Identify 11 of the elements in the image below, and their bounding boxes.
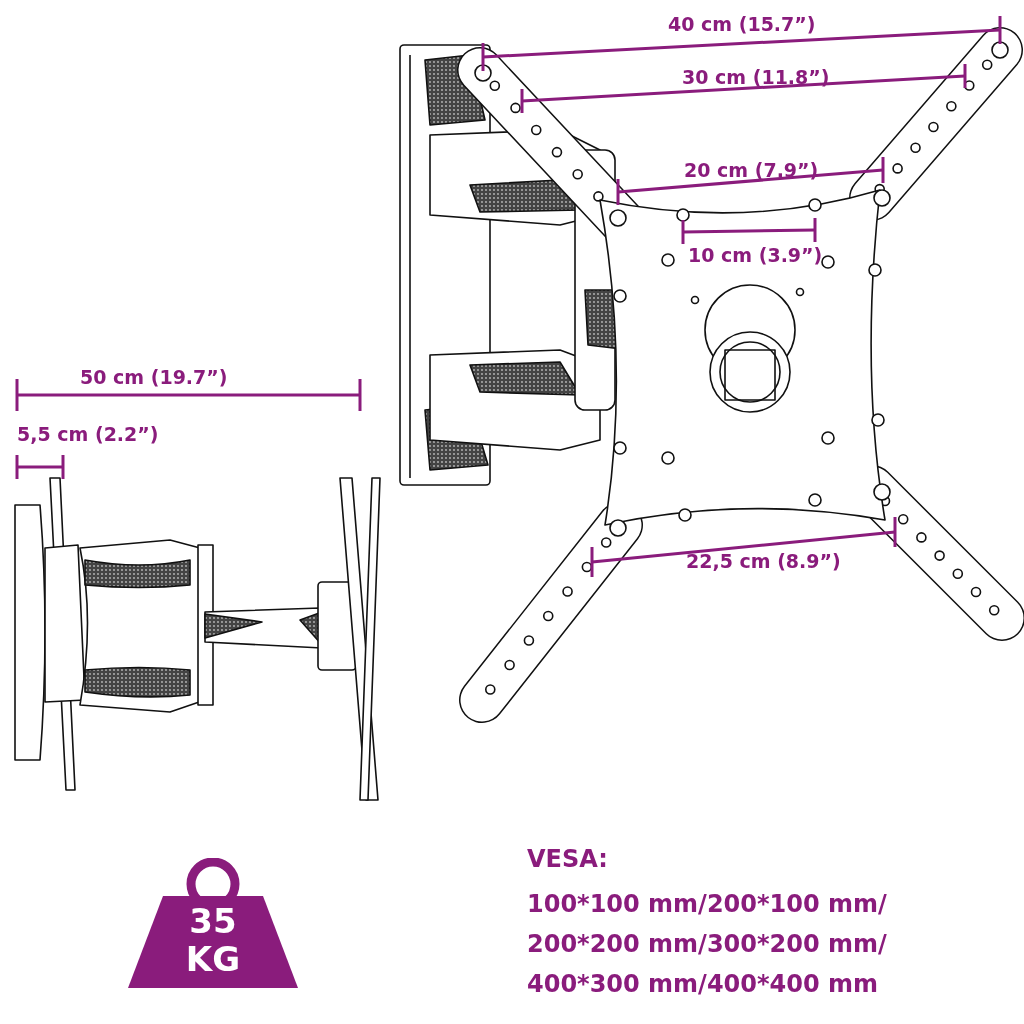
weight-badge [128, 858, 298, 988]
dimension-label: 22,5 cm (8.9”) [686, 551, 841, 572]
weight-text: 35 KG [184, 902, 242, 978]
heading: VESA: [527, 846, 608, 873]
dimension-label: 30 cm (11.8”) [682, 67, 830, 88]
dimension-label: 20 cm (7.9”) [684, 160, 819, 181]
dimension-label: 40 cm (15.7”) [668, 14, 816, 35]
dimension-label: 10 cm (3.9”) [688, 245, 823, 266]
vesa-sizes-text: 100*100 mm/200*100 mm/ 200*200 mm/300*200 mm/ 400*300 mm/400*400 mm [527, 889, 888, 1000]
dimension-label: 5,5 cm (2.2”) [17, 424, 159, 445]
dimension-label: 50 cm (19.7”) [80, 367, 228, 388]
